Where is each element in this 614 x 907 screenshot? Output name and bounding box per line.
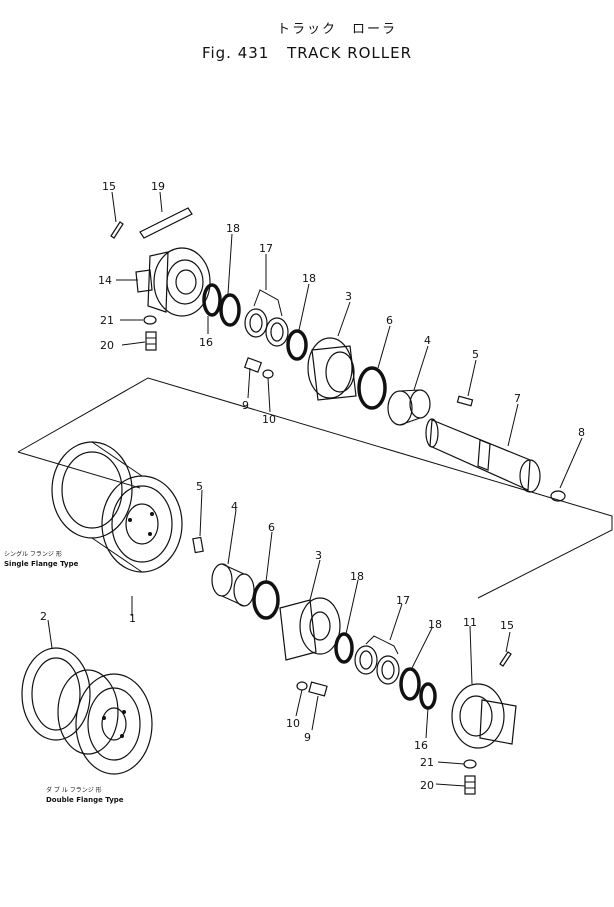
figure-title-en: TRACK ROLLER [287, 44, 413, 62]
leader-lines [47, 191, 583, 787]
figure-number: Fig. 431 [201, 44, 270, 62]
callout-3-upper: 3 [345, 290, 352, 303]
callout-20-upper: 20 [100, 339, 114, 352]
callout-10-lower: 10 [286, 717, 300, 730]
callout-15-upper: 15 [102, 180, 116, 193]
callout-8: 8 [578, 426, 585, 439]
figure-title: Fig. 431 TRACK ROLLER [0, 44, 614, 62]
single-flange-roller [51, 441, 183, 616]
callout-5-upper: 5 [472, 348, 479, 361]
title-japanese: トラック ローラ [276, 22, 397, 37]
assembly-frame-lines [17, 377, 613, 599]
callout-5-lower: 5 [196, 480, 203, 493]
callout-14: 14 [98, 274, 112, 287]
callout-20-lower: 20 [420, 779, 434, 792]
callout-9-upper: 9 [242, 399, 249, 412]
callout-6-upper: 6 [386, 314, 393, 327]
callout-18-upper-left: 18 [226, 222, 240, 235]
callout-7: 7 [514, 392, 521, 405]
callout-3-lower: 3 [315, 549, 322, 562]
upper-rings-and-seals [202, 283, 308, 361]
callout-18-upper-right: 18 [302, 272, 316, 285]
callout-labels: 15 19 14 21 20 16 18 17 18 3 6 4 5 7 8 9… [40, 180, 585, 792]
callout-17-lower: 17 [396, 594, 410, 607]
callout-16-upper: 16 [199, 336, 213, 349]
lower-bushing-and-rings [192, 536, 437, 710]
callout-19: 19 [151, 180, 165, 193]
callout-4-upper: 4 [424, 334, 431, 347]
caption-double-flange-en: Double Flange Type [46, 796, 124, 804]
callout-10-upper: 10 [262, 413, 276, 426]
callout-11: 11 [463, 616, 477, 629]
callout-1: 1 [129, 612, 136, 625]
caption-double-flange-jp: ダ ブ ル フランジ 形 [46, 786, 102, 794]
callout-4-lower: 4 [231, 500, 238, 513]
callout-9-lower: 9 [304, 731, 311, 744]
callout-18-lower-right: 18 [428, 618, 442, 631]
double-flange-roller [21, 647, 153, 775]
upper-collar-assembly [110, 207, 211, 351]
callout-2: 2 [40, 610, 47, 623]
lower-collar-assembly [451, 651, 517, 795]
callout-17-upper: 17 [259, 242, 273, 255]
upper-bushing-and-shaft [243, 337, 566, 502]
callout-18-lower-left: 18 [350, 570, 364, 583]
roller-type-captions: シングル フランジ 形 Single Flange Type ダ ブ ル フラン… [4, 550, 124, 804]
callout-21-lower: 21 [420, 756, 434, 769]
caption-single-flange-en: Single Flange Type [4, 560, 79, 568]
callout-6-lower: 6 [268, 521, 275, 534]
callout-16-lower: 16 [414, 739, 428, 752]
caption-single-flange-jp: シングル フランジ 形 [4, 550, 62, 558]
callout-21-upper: 21 [100, 314, 114, 327]
callout-15-lower: 15 [500, 619, 514, 632]
